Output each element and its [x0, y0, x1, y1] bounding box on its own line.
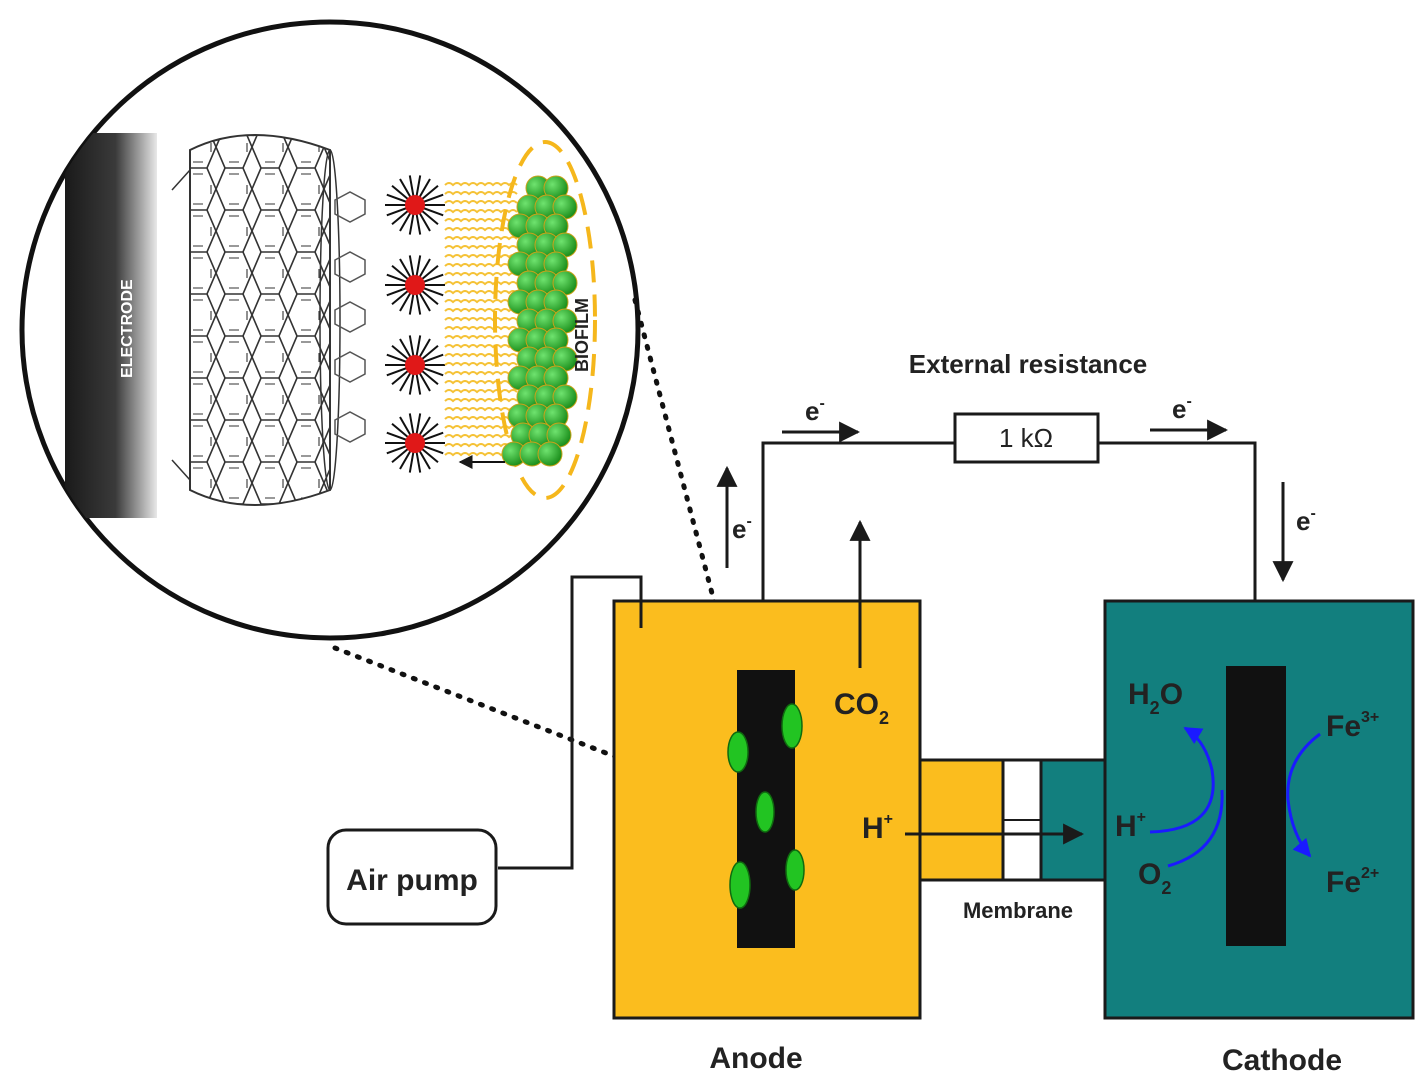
linker-chain — [444, 236, 518, 241]
svg-text:e-: e- — [732, 513, 752, 544]
electron-label: e — [1296, 506, 1310, 536]
cathode-electrode — [1226, 666, 1286, 946]
nanoparticle — [405, 195, 425, 215]
nanoparticle — [405, 433, 425, 453]
linker-chain — [444, 380, 518, 385]
linker-chain — [444, 191, 518, 196]
electron-label: e — [1172, 394, 1186, 424]
linker-chain — [444, 182, 518, 187]
electron-charge: - — [1186, 393, 1191, 410]
nanoparticle — [405, 275, 425, 295]
linker-chain — [444, 407, 518, 412]
air-pump-box — [326, 828, 498, 926]
membrane-bridge: Membrane — [905, 758, 1107, 923]
bacterium — [537, 441, 563, 467]
electron-label: e — [732, 514, 746, 544]
oxygen-label: O2 — [1138, 858, 1171, 898]
linker-chain — [444, 344, 518, 349]
electrode-label: ELECTRODE — [119, 279, 136, 378]
resistor-value: 1 kΩ — [999, 423, 1053, 453]
air-pump-label: Air pump — [346, 864, 478, 897]
linker-chain — [444, 326, 518, 331]
linker-chain — [444, 362, 518, 367]
linker-chain — [444, 200, 518, 205]
external-resistance-label: External resistance — [909, 349, 1147, 379]
biofilm-boundary — [493, 140, 597, 500]
biofilm-label: BIOFILM — [572, 298, 592, 372]
cathode-label: Cathode — [1222, 1044, 1342, 1077]
fe2-label: Fe2+ — [1326, 865, 1379, 899]
linker-chain — [444, 272, 518, 277]
proton-label: H+ — [862, 811, 893, 845]
linker-chain — [444, 290, 518, 295]
linker-chain — [444, 335, 518, 340]
linker-chain — [444, 371, 518, 376]
magnified-inset: ELECTRODE BIOFILM — [19, 19, 641, 641]
co2-label: CO2 — [834, 688, 889, 728]
anode-bacteria — [727, 703, 805, 909]
linker-chain — [444, 434, 518, 439]
electron-charge: - — [819, 395, 824, 412]
linker-chain — [444, 245, 518, 250]
linker-chain — [444, 299, 518, 304]
cathode-proton-label: H+ — [1115, 809, 1146, 843]
external-circuit: 1 kΩ External resistance e- e- e- e- — [716, 349, 1316, 680]
nanoparticle — [405, 355, 425, 375]
reaction-arrows — [1149, 726, 1321, 868]
linker-chain — [444, 281, 518, 286]
resistor — [953, 412, 1100, 464]
linker-chain — [444, 263, 518, 268]
linker-chain — [444, 389, 518, 394]
linker-chain — [444, 398, 518, 403]
svg-text:e-: e- — [805, 395, 825, 426]
water-label: H2O — [1128, 678, 1183, 718]
electron-charge: - — [746, 513, 751, 530]
biofilm-bacteria — [501, 175, 578, 467]
linker-chain — [444, 254, 518, 259]
anode-chamber: CO2 H+ Anode — [612, 519, 922, 1075]
linker-molecules — [334, 191, 366, 443]
electron-label: e — [805, 396, 819, 426]
red-nanoparticles — [385, 175, 445, 473]
linker-chain — [444, 443, 518, 448]
anode-label: Anode — [709, 1042, 802, 1075]
linker-chain — [444, 317, 518, 322]
air-pump: Air pump — [326, 575, 643, 926]
inset-electrode — [65, 133, 157, 518]
fe3-label: Fe3+ — [1326, 709, 1379, 743]
membrane-label: Membrane — [963, 898, 1073, 923]
svg-text:e-: e- — [1172, 393, 1192, 424]
linker-chain — [444, 308, 518, 313]
cathode-chamber: H2O H+ O2 Fe3+ Fe2+ Cathode — [1103, 599, 1415, 1077]
electron-charge: - — [1310, 505, 1315, 522]
svg-text:e-: e- — [1296, 505, 1316, 536]
carbon-nanotube — [171, 134, 341, 506]
linker-chain — [444, 227, 518, 232]
linker-chain — [444, 353, 518, 358]
